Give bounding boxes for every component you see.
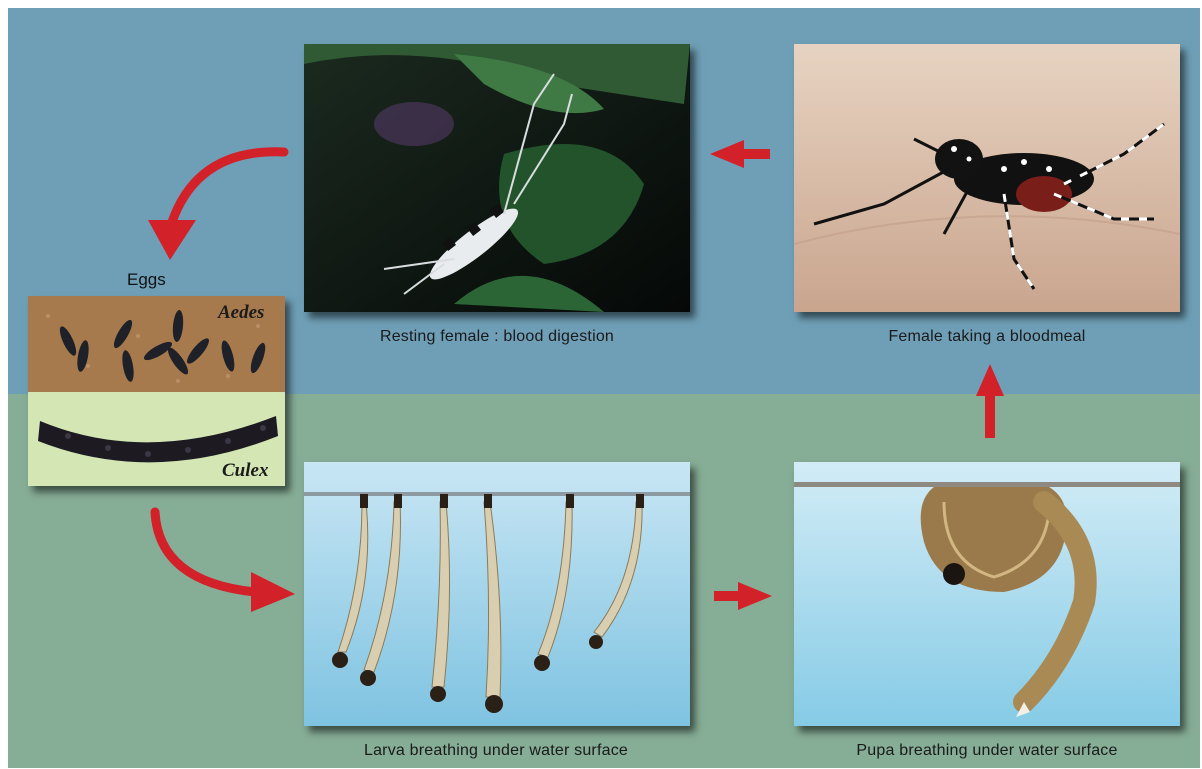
pupa-photo (794, 462, 1180, 726)
larva-caption: Larva breathing under water surface (294, 742, 698, 760)
pupa-caption: Pupa breathing under water surface (786, 742, 1188, 760)
larvae-photo (304, 462, 690, 726)
resting-female-caption: Resting female : blood digestion (304, 328, 690, 346)
arrow-larva-to-pupa-icon (712, 580, 774, 612)
resting-female-photo (304, 44, 690, 312)
feeding-female-caption: Female taking a bloodmeal (794, 328, 1180, 346)
arrow-resting-to-eggs-icon (138, 138, 298, 266)
feeding-female-photo (794, 44, 1180, 312)
aedes-label: Aedes (218, 302, 264, 324)
culex-label: Culex (222, 460, 268, 482)
eggs-label: Eggs (127, 270, 166, 290)
eggs-photo (28, 296, 285, 486)
arrow-pupa-to-feeding-icon (974, 362, 1006, 442)
arrow-feeding-to-resting-icon (708, 138, 774, 170)
arrow-eggs-to-larva-icon (145, 504, 305, 616)
